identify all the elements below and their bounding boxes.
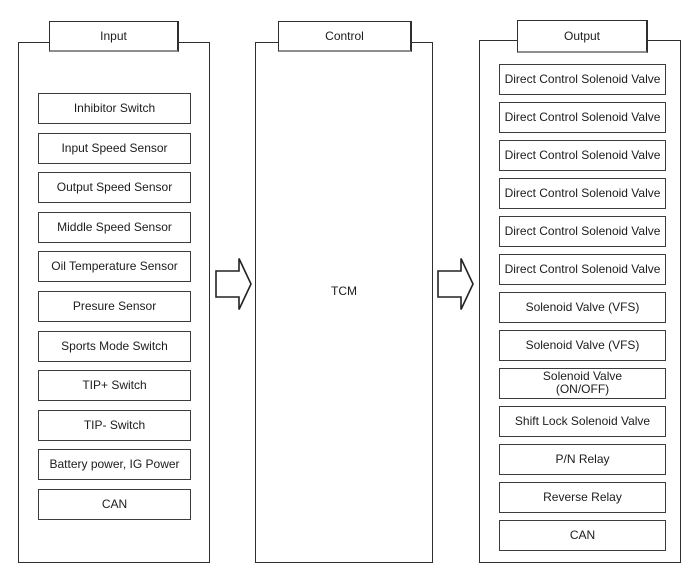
output-item: Direct Control Solenoid Valve (499, 254, 666, 285)
output-item: Direct Control Solenoid Valve (499, 64, 666, 95)
input-item: Input Speed Sensor (38, 132, 191, 164)
input-panel-title: Input (100, 29, 127, 43)
output-panel: Direct Control Solenoid Valve Direct Con… (479, 40, 681, 563)
control-panel-title-tab: Control (278, 21, 412, 52)
output-item: P/N Relay (499, 444, 666, 475)
output-item: Direct Control Solenoid Valve (499, 102, 666, 133)
input-to-control-arrow-icon (215, 257, 253, 316)
output-item: Direct Control Solenoid Valve (499, 178, 666, 209)
input-item: TIP- Switch (38, 409, 191, 441)
output-item: Solenoid Valve (VFS) (499, 292, 666, 323)
input-item: Sports Mode Switch (38, 330, 191, 362)
input-item: Output Speed Sensor (38, 172, 191, 204)
input-item: Middle Speed Sensor (38, 211, 191, 243)
input-item: Battery power, IG Power (38, 449, 191, 481)
input-panel: Inhibitor Switch Input Speed Sensor Outp… (18, 42, 210, 563)
output-item: Solenoid Valve (VFS) (499, 330, 666, 361)
output-item: Shift Lock Solenoid Valve (499, 406, 666, 437)
input-item: Presure Sensor (38, 290, 191, 322)
input-item: Oil Temperature Sensor (38, 251, 191, 283)
output-item: Solenoid Valve (ON/OFF) (499, 368, 666, 399)
input-panel-title-tab: Input (49, 21, 179, 52)
output-item: Direct Control Solenoid Valve (499, 216, 666, 247)
output-panel-title-tab: Output (517, 20, 648, 53)
input-item: CAN (38, 488, 191, 520)
output-panel-title: Output (563, 29, 601, 43)
control-to-output-arrow-icon (437, 257, 475, 316)
output-item: Reverse Relay (499, 482, 666, 513)
input-item: Inhibitor Switch (38, 93, 191, 124)
control-panel-title: Control (325, 29, 364, 43)
output-item-list: Direct Control Solenoid Valve Direct Con… (499, 64, 666, 551)
control-panel: TCM (255, 42, 433, 563)
output-item: Direct Control Solenoid Valve (499, 140, 666, 171)
input-item: TIP+ Switch (38, 370, 191, 402)
input-item-list: Inhibitor Switch Input Speed Sensor Outp… (38, 93, 191, 520)
output-item: CAN (499, 520, 666, 551)
tcm-label: TCM (331, 284, 357, 298)
